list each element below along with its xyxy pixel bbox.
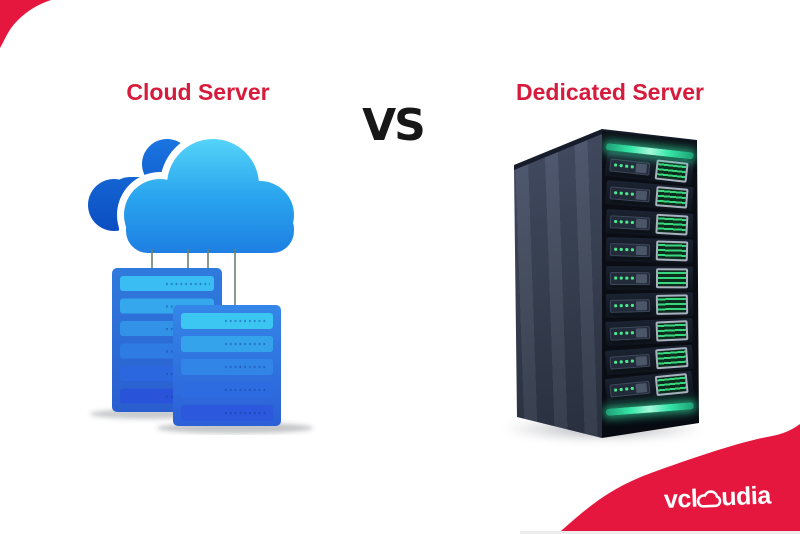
led-module xyxy=(609,271,651,285)
drive-tray-icon xyxy=(655,294,689,315)
led-module xyxy=(609,298,651,313)
led-module xyxy=(609,380,651,398)
bay-button xyxy=(635,218,648,228)
led-lights-icon xyxy=(612,274,637,283)
cloud-front xyxy=(124,139,294,253)
dedicated-server-tower xyxy=(495,100,715,445)
bay-button xyxy=(635,382,648,393)
connector-lines xyxy=(151,249,236,306)
logo-text-right: udia xyxy=(720,480,772,512)
bay-button xyxy=(635,273,648,283)
led-lights-icon xyxy=(612,301,637,310)
led-module xyxy=(609,157,651,176)
drive-tray-icon xyxy=(655,213,689,236)
led-module xyxy=(609,353,651,370)
bay-button xyxy=(635,162,648,173)
tower-front-panel xyxy=(602,131,699,438)
led-module xyxy=(609,242,651,257)
cloud-server-heading: Cloud Server xyxy=(126,79,270,105)
server-bay xyxy=(604,370,694,403)
bay-button xyxy=(635,355,648,366)
drive-tray-icon xyxy=(655,347,689,370)
drive-tray-icon xyxy=(655,186,689,209)
corner-ribbon xyxy=(0,0,51,48)
drive-tray-icon xyxy=(655,240,689,262)
logo-wave xyxy=(561,424,800,531)
server-bay xyxy=(605,344,694,375)
cloud-server-illustration xyxy=(88,132,313,434)
logo-text-left: vcl xyxy=(663,484,698,514)
server-bay xyxy=(605,292,694,318)
dedicated-server-heading: Dedicated Server xyxy=(516,79,704,105)
server-bay xyxy=(605,237,694,264)
cloud-glyph-icon xyxy=(697,490,722,508)
rack-front xyxy=(173,305,281,426)
led-lights-icon xyxy=(612,160,637,172)
bay-button xyxy=(635,327,648,338)
drive-tray-icon xyxy=(655,320,689,342)
bay-button xyxy=(635,245,648,255)
server-bay xyxy=(605,317,694,346)
server-bay xyxy=(605,180,694,212)
led-module xyxy=(609,214,651,230)
led-lights-icon xyxy=(612,217,637,227)
bay-button xyxy=(635,300,648,310)
bay-button xyxy=(635,189,648,200)
led-module xyxy=(609,185,651,203)
led-lights-icon xyxy=(612,245,637,254)
led-lights-icon xyxy=(612,328,637,338)
server-bay xyxy=(605,266,694,291)
vs-text: VS xyxy=(362,100,426,151)
server-bay xyxy=(605,209,694,238)
drive-tray-icon xyxy=(654,159,689,183)
led-lights-icon xyxy=(612,188,637,199)
tower-side-panel xyxy=(514,131,602,438)
led-module xyxy=(609,325,651,341)
led-lights-icon xyxy=(612,384,637,395)
drive-tray-icon xyxy=(655,268,689,289)
drive-tray-icon xyxy=(654,373,689,397)
bottom-edge-strip xyxy=(520,531,800,534)
tower-glow-bottom xyxy=(605,402,695,416)
led-lights-icon xyxy=(612,356,637,367)
vcloudia-logo: vcl udia xyxy=(663,479,800,515)
